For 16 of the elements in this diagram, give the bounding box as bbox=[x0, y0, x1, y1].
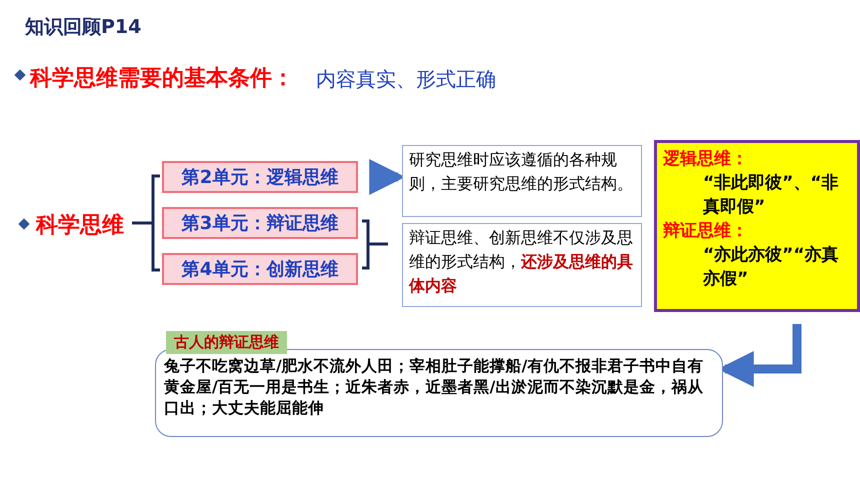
heading-text: 内容真实、形式正确 bbox=[316, 66, 496, 93]
highlight-box bbox=[654, 140, 860, 312]
quote-text: “非此即彼”、“非真即假” bbox=[702, 172, 840, 219]
text-box: 辩证思维、创新思维不仅涉及思维的形式结构，还涉及思维的具体内容 bbox=[402, 223, 642, 307]
slide-title: 知识回顾P14 bbox=[25, 15, 142, 40]
heading-text: 科学思维需要的基本条件： bbox=[30, 65, 294, 93]
body-text: 兔子不吃窝边草/肥水不流外人田；宰相肚子能撑船/有仇不报非君子书中自有黄金屋/百无一用是书生；近朱者赤，近墨者黑/出淤泥而不染沉默是金，祸从口出；大丈夫能屈能伸 bbox=[164, 356, 704, 419]
unit-box: 第2单元：逻辑思维 bbox=[162, 161, 358, 193]
text-box: 研究思维时应该遵循的各种规则，主要研究思维的形式结构。 bbox=[402, 145, 642, 217]
unit-box: 第4单元：创新思维 bbox=[162, 253, 358, 285]
unit-box: 第3单元：辩证思维 bbox=[162, 207, 358, 239]
term-heading: 逻辑思维： bbox=[663, 148, 749, 171]
topic-label: 科学思维 bbox=[36, 212, 124, 240]
term-heading: 辩证思维： bbox=[663, 220, 749, 243]
quote-text: “亦此亦彼”“亦真亦假” bbox=[702, 244, 840, 291]
tag-label: 古人的辩证思维 bbox=[166, 331, 287, 354]
